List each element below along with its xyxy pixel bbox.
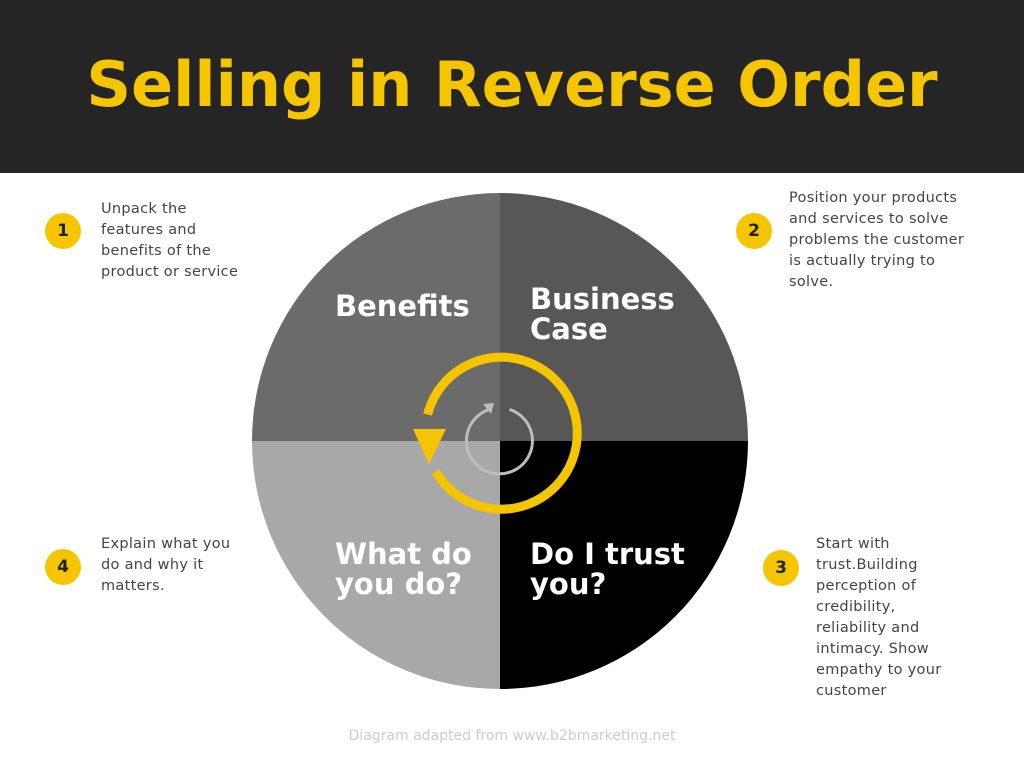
- step-1-line: benefits of the: [101, 243, 212, 259]
- quadrant-do-i-trust-you: [500, 441, 748, 689]
- quadrant-what-do-you-do: [252, 441, 500, 689]
- step-3-line: perception of: [816, 578, 917, 594]
- step-1-line: Unpack the: [101, 201, 187, 217]
- page-title: Selling in Reverse Order: [86, 48, 938, 121]
- quadrant-label-line: you?: [530, 567, 607, 601]
- step-3-line: empathy to your: [816, 662, 942, 678]
- quadrant-benefits: [252, 193, 500, 441]
- quadrant-label-business-case: Business Case: [530, 284, 675, 344]
- step-2-text: Position your products and services to s…: [789, 188, 964, 293]
- quadrant-business-case: [500, 193, 748, 441]
- step-3-line: reliability and: [816, 620, 920, 636]
- step-1-badge: 1: [45, 213, 81, 249]
- step-2-line: Position your products: [789, 190, 958, 206]
- refresh-arrow-icon: [464, 403, 534, 476]
- quadrant-label-line: Case: [530, 312, 608, 346]
- quadrant-circle-svg: [252, 193, 748, 689]
- quadrant-circle-diagram: Benefits Business Case What do you do? D…: [250, 191, 750, 691]
- step-3-badge: 3: [763, 550, 799, 586]
- step-2-line: and services to solve: [789, 211, 949, 227]
- step-2-badge: 2: [736, 213, 772, 249]
- quadrant-label-benefits: Benefits: [335, 289, 470, 323]
- step-3-line: credibility,: [816, 599, 896, 615]
- step-1-line: features and: [101, 222, 197, 238]
- step-4-badge: 4: [45, 549, 81, 585]
- step-2-line: problems the customer: [789, 232, 965, 248]
- step-3-text: Start with trust.Building perception of …: [816, 534, 941, 702]
- quadrant-label-do-i-trust-you: Do I trust you?: [530, 539, 685, 599]
- step-3-line: customer: [816, 683, 887, 699]
- step-2-line: is actually trying to: [789, 253, 936, 269]
- footer-credit: Diagram adapted from www.b2bmarketing.ne…: [348, 728, 676, 744]
- step-4-line: Explain what you: [101, 536, 231, 552]
- header-banner: Selling in Reverse Order: [0, 0, 1024, 173]
- step-3-line: intimacy. Show: [816, 641, 929, 657]
- step-4-line: matters.: [101, 578, 165, 594]
- quadrant-label-line: Do I trust: [530, 537, 685, 571]
- quadrant-label-line: Business: [530, 282, 675, 316]
- cycle-arrow-icon: [413, 352, 582, 514]
- step-3-line: Start with: [816, 536, 890, 552]
- quadrant-label-line: What do: [335, 537, 472, 571]
- step-2-line: solve.: [789, 274, 834, 290]
- quadrant-label-what-do-you-do: What do you do?: [335, 539, 472, 599]
- quadrant-label-line: you do?: [335, 567, 463, 601]
- step-4-line: do and why it: [101, 557, 204, 573]
- step-1-line: product or service: [101, 264, 239, 280]
- step-3-line: trust.Building: [816, 557, 918, 573]
- step-1-text: Unpack the features and benefits of the …: [101, 199, 238, 283]
- step-4-text: Explain what you do and why it matters.: [101, 534, 230, 597]
